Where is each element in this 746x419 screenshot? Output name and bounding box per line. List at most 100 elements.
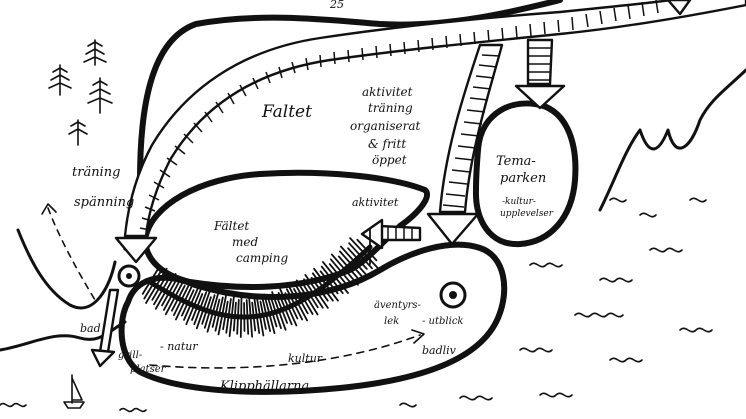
dashed-path-left xyxy=(47,207,96,301)
hedge-spike xyxy=(328,263,349,287)
sailboat-icon xyxy=(63,374,85,409)
vegetation-hedge xyxy=(141,229,379,338)
hedge-spike xyxy=(329,258,354,287)
label-camping-line-3: camping xyxy=(236,251,289,265)
branch-arrow-camping-head xyxy=(426,212,480,246)
hedge-spike xyxy=(271,291,287,331)
branch-arrow-camping-stripes xyxy=(442,54,501,208)
bad-arrow-head xyxy=(90,348,116,368)
label-bad: bad xyxy=(80,322,101,335)
hedge-spike xyxy=(337,255,359,279)
branch-arrow-tema-stripes xyxy=(528,47,552,81)
hedge-spike xyxy=(245,299,250,335)
hedge-spike xyxy=(293,287,309,315)
label-grill-line-1: grill- xyxy=(118,350,143,361)
hedge-spike xyxy=(320,265,344,295)
hedge-spike xyxy=(259,300,267,330)
hedge-spike xyxy=(145,267,168,304)
label-temaparken: Tema- parken -kultur- upplevelser xyxy=(496,154,554,219)
waves xyxy=(0,197,713,413)
hedge-spike xyxy=(313,267,339,302)
hedge-spike xyxy=(180,289,195,317)
hedge-spike xyxy=(174,282,195,321)
label-camping-line-1: Fältet xyxy=(213,219,249,233)
top-mark: 25 xyxy=(329,0,344,11)
label-aktivitet-line-3: organiserat xyxy=(350,119,421,133)
label-faltet-camping: Fältet med camping xyxy=(213,219,289,265)
dashed-path-klipp xyxy=(149,334,421,369)
hedge-spike xyxy=(321,260,349,294)
hedge-spike xyxy=(162,279,182,311)
hedge-spike xyxy=(311,272,334,302)
coast-right xyxy=(598,68,746,212)
hedge-spike xyxy=(248,295,254,338)
main-arrow-band xyxy=(123,0,746,238)
main-arrow-stripes xyxy=(139,0,659,231)
bad-arrow xyxy=(98,288,120,354)
hedge-spike xyxy=(275,295,289,324)
label-camping-line-2: med xyxy=(232,235,258,249)
hedge-spike xyxy=(141,269,159,295)
hedge-spike xyxy=(183,287,199,321)
label-aventyr-line-1: äventyrs- xyxy=(374,300,422,311)
hedge-spike xyxy=(201,296,212,325)
dashed-path-left-arrow xyxy=(41,203,57,215)
hedge-spike xyxy=(228,295,235,338)
label-aventyr-line-2: lek xyxy=(384,316,399,327)
hedge-spike xyxy=(239,296,243,338)
hedge-spike xyxy=(356,238,378,262)
label-aventyrslek: äventyrs- lek xyxy=(374,300,422,327)
aktivitet-arrow-head xyxy=(360,218,384,250)
hedge-spike xyxy=(295,279,319,316)
hedge-spike xyxy=(193,291,208,326)
hedge-spike xyxy=(304,273,329,309)
hedge-spike xyxy=(263,293,276,335)
hedge-spike xyxy=(191,293,204,321)
hedge-spike xyxy=(287,284,309,322)
label-kultur: kultur xyxy=(288,352,323,365)
hedge-spike xyxy=(349,237,379,269)
branch-arrow-camping xyxy=(438,43,504,214)
label-aktivitet-mid: aktivitet xyxy=(352,196,399,209)
hedge-spike xyxy=(261,297,272,333)
dashed-path-klipp-arrow xyxy=(411,329,425,344)
label-tema-sub-1: -kultur- xyxy=(502,197,536,207)
corner-arrow-head xyxy=(666,0,692,16)
label-aktivitet-top: aktivitet träning organiserat & fritt öp… xyxy=(350,85,421,167)
hedge-spike xyxy=(267,298,278,328)
hedge-spike xyxy=(217,294,228,336)
hedge-spike xyxy=(170,284,186,312)
label-grillplatser: grill- platser xyxy=(118,350,167,375)
label-klipphallarna: Klipphällarna xyxy=(219,379,309,394)
label-grill-line-2: platser xyxy=(130,364,167,375)
aktivitet-arrow-stripes xyxy=(387,226,413,240)
hedge-spike xyxy=(279,288,298,327)
hedge-spike xyxy=(303,278,324,309)
hedge-spike xyxy=(339,245,369,278)
tree-icons xyxy=(48,39,113,146)
label-spanning: spänning xyxy=(74,195,134,210)
hedge-spike xyxy=(222,300,229,331)
label-aktivitet-line-4: & fritt xyxy=(368,137,406,151)
label-aktivitet-line-5: öppet xyxy=(372,153,407,167)
hedge-spike xyxy=(251,301,257,332)
temaparken-outline xyxy=(472,100,579,248)
hedge-spike xyxy=(151,274,168,301)
hedge-spike xyxy=(319,270,339,295)
hedge-spike xyxy=(206,292,220,333)
viewpoint-icon-left xyxy=(117,264,141,288)
coast-left xyxy=(16,228,117,310)
hedge-spike xyxy=(347,247,368,270)
branch-arrow-tema xyxy=(526,38,554,86)
label-aktivitet-line-1: aktivitet xyxy=(362,85,413,99)
label-tema-sub-2: upplevelser xyxy=(500,209,554,219)
hedge-spike xyxy=(161,279,177,307)
label-faltet: Faltet xyxy=(261,102,312,122)
hedge-spike xyxy=(143,268,163,300)
hedge-spike xyxy=(172,283,190,317)
branch-arrow-tema-head xyxy=(514,84,566,110)
label-badliv: badliv xyxy=(422,344,457,357)
hedge-spike xyxy=(154,273,177,310)
hedge-spike xyxy=(269,294,282,330)
